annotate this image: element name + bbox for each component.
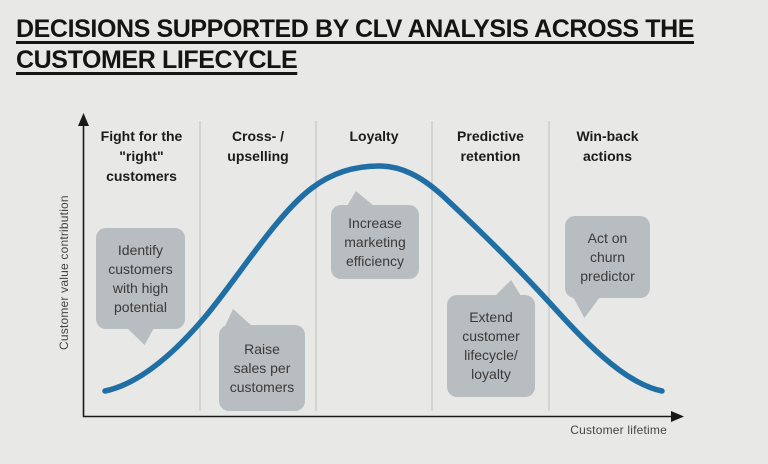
callout-text: Increase marketing efficiency xyxy=(344,214,406,269)
phase-header-loyalty: Loyalty xyxy=(349,128,399,144)
callout-text: Extend customer lifecycle/ loyalty xyxy=(462,309,520,382)
y-axis-label: Customer value contribution xyxy=(57,195,71,351)
callout-extend-lifecycle: Extend customer lifecycle/ loyalty xyxy=(447,280,535,397)
callout-text: Identify customers with high potential xyxy=(108,241,173,315)
phase-header-predictive-retention: Predictive retention xyxy=(457,128,524,164)
phase-header-cross-upselling: Cross- / upselling xyxy=(227,128,289,164)
x-axis-label: Customer lifetime xyxy=(570,423,667,437)
callout-increase-marketing-efficiency: Increase marketing efficiency xyxy=(331,191,419,279)
x-axis-arrow-icon xyxy=(671,411,684,422)
callout-act-on-churn: Act on churn predictor xyxy=(565,216,650,318)
customer-value-curve xyxy=(102,163,665,394)
y-axis-arrow-icon xyxy=(78,113,89,126)
phase-header-fight-for-right-customers: Fight for the "right" customers xyxy=(100,128,183,184)
page-title: DECISIONS SUPPORTED BY CLV ANALYSIS ACRO… xyxy=(16,15,695,74)
callout-raise-sales: Raise sales per customers xyxy=(219,309,305,411)
callout-text: Act on churn predictor xyxy=(580,229,635,284)
callout-identify-customers: Identify customers with high potential xyxy=(96,228,185,345)
phase-header-win-back-actions: Win-back actions xyxy=(576,128,639,164)
callout-text: Raise sales per customers xyxy=(229,340,295,395)
